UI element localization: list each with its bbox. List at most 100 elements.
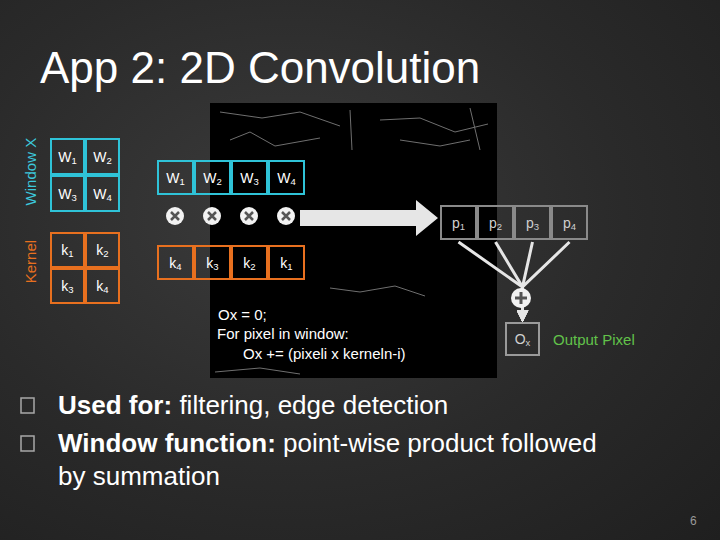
subscript: 3 [253, 176, 258, 187]
image-edge [380, 118, 488, 132]
subscript: 4 [103, 284, 108, 295]
cell-label: W4 [277, 170, 296, 186]
multiply-symbol [240, 207, 258, 225]
multiply-symbol [208, 212, 216, 220]
image-edge [215, 368, 300, 374]
window-cell: W1 [157, 160, 194, 195]
output-cell: Ox [505, 322, 540, 356]
window-cell: W4 [85, 175, 120, 212]
output-label: Output Pixel [553, 331, 635, 348]
subscript: x [526, 337, 531, 348]
subscript: 1 [460, 221, 465, 232]
window-cell: W4 [268, 160, 305, 195]
cell-label: p4 [563, 215, 576, 231]
code-line: Ox += (pixeli x kerneln-i) [243, 345, 406, 362]
sum-arrow [496, 242, 523, 321]
window-cell: W1 [50, 138, 85, 175]
subscript: 1 [71, 155, 76, 166]
cell-label: p3 [526, 215, 539, 231]
window-cell: W2 [194, 160, 231, 195]
axis-label: Window X [22, 138, 39, 206]
subscript: 1 [287, 261, 292, 272]
kernel-cell: k3 [50, 268, 85, 304]
cell-label: W3 [58, 186, 77, 202]
cell-label: k1 [280, 255, 292, 271]
cell-label: k4 [96, 278, 108, 294]
bullet-item: Window function:point-wise product follo… [58, 427, 598, 492]
cell-label: W4 [93, 186, 112, 202]
page-number: 6 [690, 515, 697, 529]
product-cell: p3 [514, 205, 551, 240]
subscript: 2 [103, 248, 108, 259]
cell-label: p2 [489, 215, 502, 231]
kernel-cell: k2 [85, 232, 120, 268]
cell-label: k2 [96, 242, 108, 258]
axis-label: Kernel [22, 240, 39, 283]
bullet-text: filtering, edge detection [179, 390, 448, 420]
cell-label: k1 [61, 242, 73, 258]
multiply-symbol [203, 207, 221, 225]
multiply-symbol [171, 212, 179, 220]
cell-label: k3 [206, 255, 218, 271]
kernel-cell: k3 [194, 245, 231, 280]
image-edge [220, 112, 340, 126]
product-cell: p2 [477, 205, 514, 240]
bullet-item: Used for:filtering, edge detection [58, 389, 598, 422]
kernel-cell: k1 [50, 232, 85, 268]
multiply-symbol [166, 207, 184, 225]
block-arrow [300, 200, 438, 236]
image-edge [350, 110, 352, 150]
subscript: 2 [250, 261, 255, 272]
subscript: 2 [497, 221, 502, 232]
bullet-marker [21, 436, 34, 451]
kernel-cell: k4 [85, 268, 120, 304]
subscript: 4 [176, 261, 181, 272]
multiply-symbol [282, 212, 290, 220]
subscript: 4 [290, 176, 295, 187]
window-cell: W3 [50, 175, 85, 212]
sum-arrow [459, 242, 523, 321]
cell-label: k4 [169, 255, 181, 271]
multiply-symbol [245, 212, 253, 220]
window-cell: W3 [231, 160, 268, 195]
subscript: 1 [68, 248, 73, 259]
kernel-cell: k2 [231, 245, 268, 280]
subscript: 2 [216, 176, 221, 187]
subscript: 3 [213, 261, 218, 272]
subscript: 3 [534, 221, 539, 232]
subscript: 1 [179, 176, 184, 187]
cell-label: k3 [61, 278, 73, 294]
cell-label: k2 [243, 255, 255, 271]
code-line: Ox = 0; [218, 306, 267, 323]
image-edge [470, 108, 480, 150]
cell-label: W3 [240, 170, 259, 186]
kernel-cell: k4 [157, 245, 194, 280]
sum-symbol [511, 288, 531, 308]
cell-label: W2 [93, 149, 112, 165]
subscript: 3 [71, 192, 76, 203]
image-edge [400, 140, 470, 146]
code-line: For pixel in window: [217, 325, 349, 342]
cell-label: W2 [203, 170, 222, 186]
bullet-marker [21, 398, 34, 413]
product-cell: p4 [551, 205, 588, 240]
kernel-cell: k1 [268, 245, 305, 280]
subscript: 4 [571, 221, 576, 232]
cell-label: p1 [452, 215, 465, 231]
sum-arrow [523, 242, 570, 321]
image-edge [230, 132, 320, 146]
subscript: 4 [106, 192, 111, 203]
cell-label: W1 [58, 149, 77, 165]
image-edges [215, 108, 488, 374]
bullet-heading: Window function: [58, 428, 276, 458]
bullet-heading: Used for: [58, 390, 172, 420]
cell-label: Ox [515, 331, 531, 347]
edge-image [210, 103, 497, 378]
multiply-symbols [166, 207, 295, 225]
cell-label: W1 [166, 170, 185, 186]
window-cell: W2 [85, 138, 120, 175]
subscript: 3 [68, 284, 73, 295]
subscript: 2 [106, 155, 111, 166]
multiply-symbol [277, 207, 295, 225]
product-cell: p1 [440, 205, 477, 240]
